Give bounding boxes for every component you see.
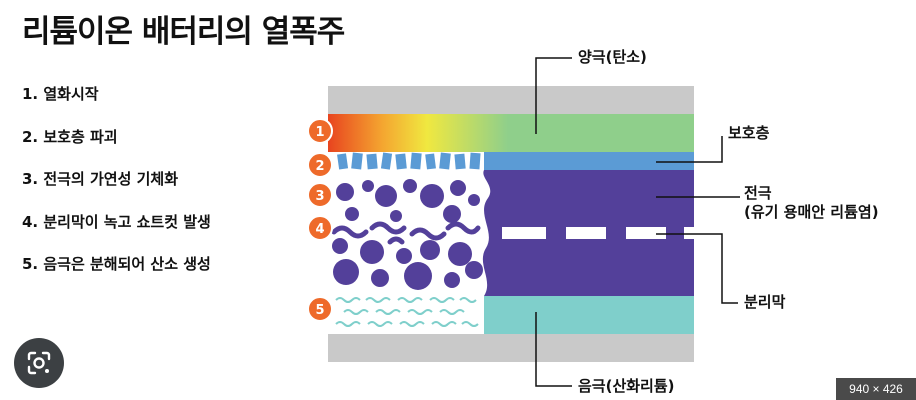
step-item: 4. 분리막이 녹고 쇼트컷 발생 — [22, 212, 211, 231]
separator-dashes — [502, 227, 694, 239]
marker-3-label: 3 — [315, 189, 324, 204]
label-electrode-line1: 전극 — [744, 184, 772, 202]
google-lens-icon — [27, 351, 51, 375]
label-protective-layer: 보호층 — [728, 124, 770, 142]
leader-lines — [535, 57, 740, 387]
marker-5: 5 — [307, 296, 333, 322]
molten-separator — [331, 221, 481, 245]
top-casing — [328, 86, 694, 114]
label-cathode: 음극(산화리튬) — [578, 377, 675, 395]
bottom-casing — [328, 334, 694, 362]
marker-1-label: 1 — [315, 125, 324, 140]
steps-list: 1. 열화시작 2. 보호층 파괴 3. 전극의 가연성 기체화 4. 분리막이… — [22, 84, 211, 297]
anode-layer — [508, 114, 694, 152]
label-electrode: 전극 (유기 용매안 리튬염) — [744, 184, 879, 222]
protective-layer — [484, 152, 694, 170]
marker-1: 1 — [307, 118, 333, 144]
label-anode: 양극(탄소) — [578, 48, 647, 66]
oxygen-waves — [335, 297, 479, 327]
label-separator: 분리막 — [744, 293, 786, 311]
marker-5-label: 5 — [315, 303, 324, 318]
marker-3: 3 — [307, 182, 333, 208]
marker-4: 4 — [307, 215, 333, 241]
image-size-badge: 940 × 426 — [836, 378, 916, 400]
step-item: 2. 보호층 파괴 — [22, 127, 118, 146]
marker-2-label: 2 — [315, 159, 324, 174]
step-item: 5. 음극은 분해되어 산소 생성 — [22, 255, 211, 273]
broken-protective-fragments — [337, 152, 481, 170]
cathode-layer — [484, 296, 694, 334]
step-item: 1. 열화시작 — [22, 85, 99, 103]
step-item: 3. 전극의 가연성 기체화 — [22, 170, 179, 188]
marker-4-label: 4 — [315, 222, 324, 237]
google-lens-button[interactable] — [14, 338, 64, 388]
anode-layer-hot — [328, 114, 508, 152]
page-title: 리튬이온 배터리의 열폭주 — [22, 14, 345, 50]
gas-bubbles — [332, 179, 483, 290]
label-electrode-line2: (유기 용매안 리튬염) — [744, 203, 879, 221]
marker-2: 2 — [307, 152, 333, 178]
